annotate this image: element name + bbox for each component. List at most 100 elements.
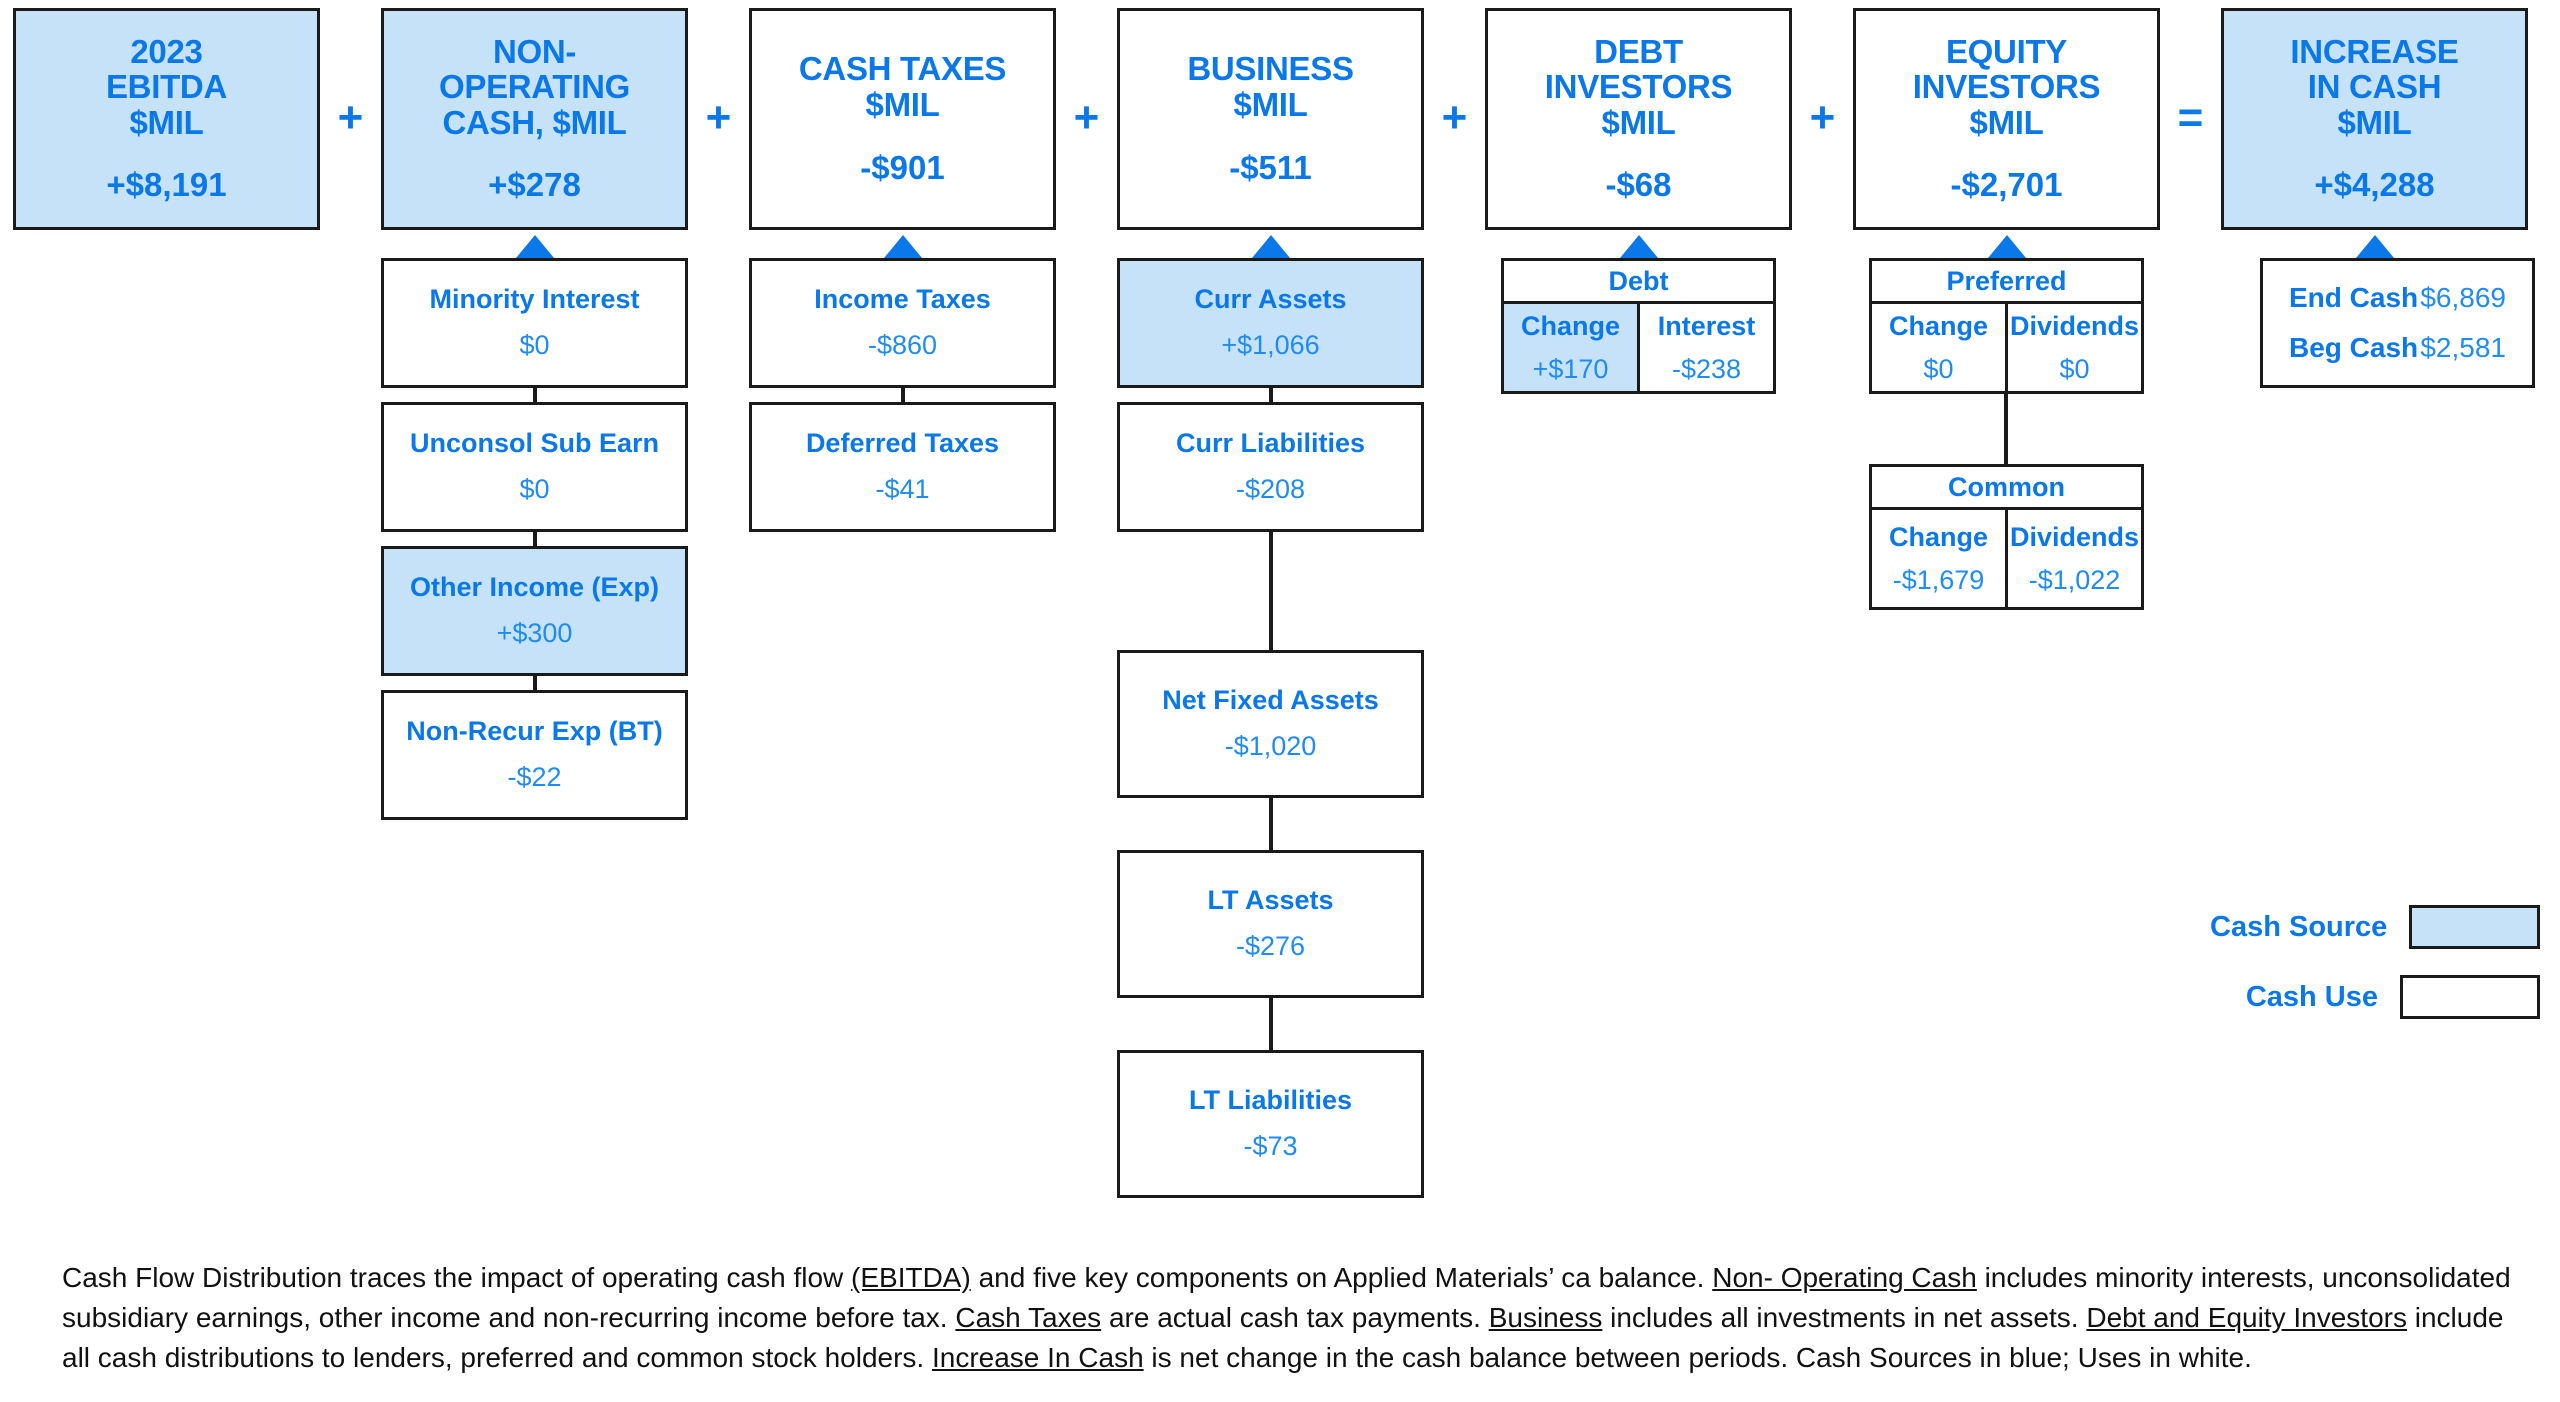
footnote-text-6: includes all investments in net assets.: [1602, 1301, 2079, 1333]
footnote-term-cash-taxes: Cash Taxes: [955, 1301, 1102, 1333]
operator-plus-5: +: [1809, 93, 1836, 142]
operator-plus-4: +: [1441, 93, 1468, 142]
connector-line: [1269, 532, 1273, 650]
detail-value: $0: [519, 474, 550, 505]
subcell-common-change[interactable]: Change -$1,679: [1869, 507, 2008, 610]
footnote-text-5: are actual cash tax payments.: [1101, 1301, 1489, 1333]
detail-box-curr-assets[interactable]: Curr Assets +$1,066: [1117, 258, 1424, 388]
footnote-text-9: Sources in blue; Uses in white.: [1869, 1341, 2252, 1373]
connector-line: [2004, 394, 2008, 464]
header-value-business: -$511: [1229, 148, 1312, 186]
detail-box-other-income-exp[interactable]: Other Income (Exp) +$300: [381, 546, 688, 676]
header-title-increase-in-cash: INCREASE IN CASH $MIL: [2290, 32, 2459, 141]
detail-box-income-taxes[interactable]: Income Taxes -$860: [749, 258, 1056, 388]
cash-row-end-cash: End Cash $6,869: [2289, 282, 2506, 314]
footnote-text-2: and five key components on Applied Mater…: [970, 1262, 1713, 1293]
arrow-up-equity-investors: [1988, 235, 2026, 258]
detail-box-non-recur-exp-bt[interactable]: Non-Recur Exp (BT) -$22: [381, 690, 688, 820]
footnote: Cash Flow Distribution traces the impact…: [62, 1258, 2532, 1377]
subcell-value: +$170: [1532, 353, 1609, 384]
subcell-label: Change: [1520, 310, 1620, 341]
header-box-non-operating-cash[interactable]: NON- OPERATING CASH, $MIL +$278: [381, 8, 688, 230]
header-box-increase-in-cash[interactable]: INCREASE IN CASH $MIL +$4,288: [2221, 8, 2528, 230]
detail-value: -$22: [507, 762, 562, 793]
subtable-header-preferred: Preferred: [1869, 258, 2144, 304]
detail-value: -$73: [1243, 1131, 1298, 1162]
detail-box-curr-liabilities[interactable]: Curr Liabilities -$208: [1117, 402, 1424, 532]
header-value-increase-in-cash: +$4,288: [2314, 166, 2435, 204]
footnote-text-3: includes minority interests,: [1976, 1262, 2315, 1293]
cash-row-value: $6,869: [2420, 282, 2506, 313]
footnote-term-business: Business: [1488, 1301, 1603, 1333]
subcell-label: Change: [1888, 521, 1988, 552]
header-title-non-operating-cash: NON- OPERATING CASH, $MIL: [438, 32, 631, 141]
cash-row-label: Beg Cash: [2289, 332, 2419, 363]
header-box-debt-investors[interactable]: DEBT INVESTORS $MIL -$68: [1485, 8, 1792, 230]
subcell-label: Dividends: [2009, 310, 2140, 341]
header-box-ebitda[interactable]: 2023 EBITDA $MIL +$8,191: [13, 8, 320, 230]
connector-line: [1269, 798, 1273, 850]
header-title-ebitda: 2023 EBITDA $MIL: [105, 32, 228, 141]
connector-line: [901, 388, 905, 402]
subcell-debt-interest[interactable]: Interest -$238: [1637, 301, 1776, 394]
detail-box-lt-assets[interactable]: LT Assets -$276: [1117, 850, 1424, 998]
header-box-business[interactable]: BUSINESS $MIL -$511: [1117, 8, 1424, 230]
cash-row-beg-cash: Beg Cash $2,581: [2289, 332, 2506, 364]
detail-label: LT Assets: [1207, 884, 1334, 915]
subcell-value: -$1,022: [2028, 564, 2121, 595]
subcell-label: Interest: [1657, 310, 1756, 341]
detail-label: LT Liabilities: [1188, 1084, 1352, 1115]
header-title-business: BUSINESS $MIL: [1187, 50, 1354, 123]
detail-value: +$1,066: [1221, 330, 1320, 361]
legend-swatch-cash-source: [2409, 905, 2540, 949]
subtable-header-debt: Debt: [1501, 258, 1776, 304]
subcell-label: Change: [1888, 310, 1988, 341]
detail-box-minority-interest[interactable]: Minority Interest $0: [381, 258, 688, 388]
detail-value: -$208: [1235, 474, 1306, 505]
footnote-term-debt-equity-investors: Debt and Equity Investors: [2086, 1301, 2407, 1333]
header-box-equity-investors[interactable]: EQUITY INVESTORS $MIL -$2,701: [1853, 8, 2160, 230]
subcell-value: $0: [2059, 353, 2090, 384]
detail-value: -$41: [875, 474, 930, 505]
subcell-value: -$238: [1671, 353, 1742, 384]
header-box-cash-taxes[interactable]: CASH TAXES $MIL -$901: [749, 8, 1056, 230]
arrow-up-debt-investors: [1620, 235, 1658, 258]
header-title-cash-taxes: CASH TAXES $MIL: [798, 50, 1007, 123]
connector-line: [533, 532, 537, 546]
detail-label: Deferred Taxes: [805, 427, 1000, 458]
subcell-label: Dividends: [2009, 521, 2140, 552]
subcell-common-dividends[interactable]: Dividends -$1,022: [2005, 507, 2144, 610]
subtable-debt: Debt Change +$170 Interest -$238: [1501, 258, 1776, 394]
subtable-row: Change $0 Dividends $0: [1869, 301, 2144, 394]
footnote-text-1: Cash Flow Distribution traces the impact…: [62, 1262, 852, 1293]
detail-value: $0: [519, 330, 550, 361]
detail-box-lt-liabilities[interactable]: LT Liabilities -$73: [1117, 1050, 1424, 1198]
legend-row-cash-source: Cash Source: [2210, 905, 2540, 949]
subcell-preferred-change[interactable]: Change $0: [1869, 301, 2008, 394]
detail-label: Other Income (Exp): [409, 571, 660, 602]
footnote-text-7: include all cash distributions to lender…: [62, 1301, 2504, 1373]
connector-line: [533, 676, 537, 690]
detail-box-unconsol-sub-earn[interactable]: Unconsol Sub Earn $0: [381, 402, 688, 532]
subtable-header-common: Common: [1869, 464, 2144, 510]
cash-summary-box[interactable]: End Cash $6,869 Beg Cash $2,581: [2260, 258, 2535, 388]
detail-box-deferred-taxes[interactable]: Deferred Taxes -$41: [749, 402, 1056, 532]
footnote-text-8: is net change in the cash balance betwee…: [1143, 1341, 1862, 1373]
legend: Cash Source Cash Use: [2210, 905, 2540, 1019]
arrow-up-non-operating-cash: [516, 235, 554, 258]
detail-box-net-fixed-assets[interactable]: Net Fixed Assets -$1,020: [1117, 650, 1424, 798]
detail-value: -$276: [1235, 931, 1306, 962]
operator-equals: =: [2177, 93, 2204, 142]
subcell-debt-change[interactable]: Change +$170: [1501, 301, 1640, 394]
cash-row-label: End Cash: [2289, 282, 2419, 313]
operator-plus-3: +: [1073, 93, 1100, 142]
subcell-preferred-dividends[interactable]: Dividends $0: [2005, 301, 2144, 394]
header-title-equity-investors: EQUITY INVESTORS $MIL: [1912, 32, 2101, 141]
footnote-term-ebitda: (EBITDA): [851, 1262, 971, 1293]
operator-plus-1: +: [337, 93, 364, 142]
footnote-text-4: unconsolidated subsidiary earnings, othe…: [62, 1262, 2511, 1333]
footnote-term-non-operating-cash: Non- Operating Cash: [1712, 1262, 1977, 1293]
detail-value: -$1,020: [1224, 731, 1317, 762]
cash-row-value: $2,581: [2420, 332, 2506, 363]
connector-line: [1269, 388, 1273, 402]
